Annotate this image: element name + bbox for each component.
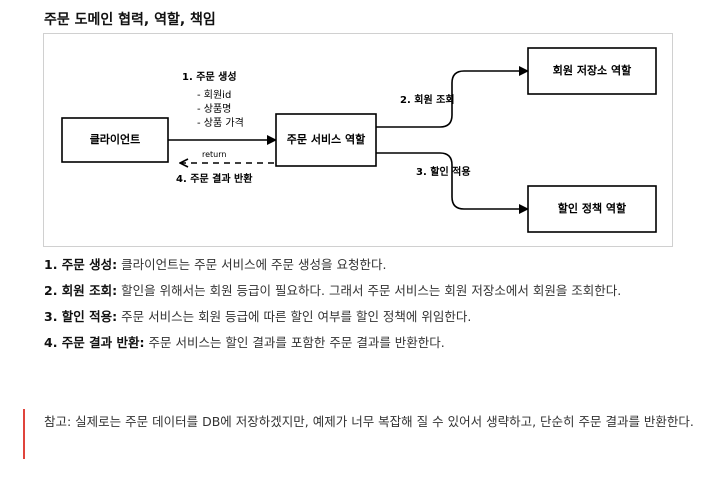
- node-discount-policy: 할인 정책 역할: [527, 185, 657, 233]
- diagram: 클라이언트 주문 서비스 역할 회원 저장소 역할 할인 정책 역할 1. 주문…: [61, 47, 657, 233]
- note-accent-bar: [23, 409, 25, 459]
- page-title: 주문 도메인 협력, 역할, 책임: [44, 12, 216, 28]
- label-member-lookup: 2. 회원 조회: [400, 93, 455, 106]
- svg-text:할인 정책 역할: 할인 정책 역할: [558, 201, 626, 215]
- node-member-repository: 회원 저장소 역할: [527, 47, 657, 95]
- description-item: 1. 주문 생성: 클라이언트는 주문 서비스에 주문 생성을 요청한다.: [44, 257, 387, 272]
- description-list: 1. 주문 생성: 클라이언트는 주문 서비스에 주문 생성을 요청한다. 2.…: [44, 252, 664, 356]
- label-return: return: [202, 150, 226, 159]
- edge-apply-discount: [376, 152, 529, 214]
- svg-text:클라이언트: 클라이언트: [90, 132, 141, 146]
- param-member-id: - 회원id: [197, 89, 231, 101]
- description-item: 4. 주문 결과 반환: 주문 서비스는 할인 결과를 포함한 주문 결과를 반…: [44, 335, 445, 350]
- edge-member-lookup: [376, 66, 529, 128]
- svg-text:회원 저장소 역할: 회원 저장소 역할: [553, 63, 632, 77]
- param-item-name: - 상품명: [197, 103, 231, 115]
- svg-text:주문 서비스 역할: 주문 서비스 역할: [287, 132, 366, 146]
- diagram-frame: [43, 33, 673, 247]
- label-create-order: 1. 주문 생성: [182, 70, 237, 83]
- node-order-service: 주문 서비스 역할: [275, 113, 377, 167]
- note-text: 참고: 실제로는 주문 데이터를 DB에 저장하겠지만, 예제가 너무 복잡해 …: [44, 414, 694, 429]
- description-item: 3. 할인 적용: 주문 서비스는 회원 등급에 따른 할인 여부를 할인 정책…: [44, 309, 472, 324]
- label-apply-discount: 3. 할인 적용: [416, 165, 471, 178]
- param-item-price: - 상품 가격: [197, 116, 244, 129]
- label-return-result: 4. 주문 결과 반환: [176, 172, 253, 185]
- description-item: 2. 회원 조회: 할인을 위해서는 회원 등급이 필요하다. 그래서 주문 서…: [44, 283, 622, 298]
- node-client: 클라이언트: [61, 117, 169, 163]
